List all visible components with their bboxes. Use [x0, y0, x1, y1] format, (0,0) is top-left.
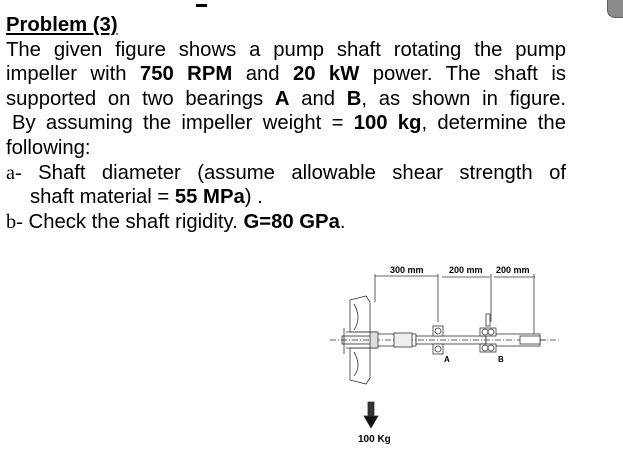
- dimension-200mm-2: 200 mm: [496, 265, 530, 275]
- load-label: 100 Kg: [358, 434, 391, 445]
- item-a-line-1: a- Shaft diameter (assume allowable shea…: [6, 161, 566, 184]
- item-a-line-2: shaft material = 55 MPa) .: [30, 186, 263, 209]
- problem-text: Problem (3) The given figure shows a pum…: [6, 13, 566, 234]
- dimension-lines: [374, 274, 535, 334]
- problem-heading: Problem (3): [6, 14, 118, 36]
- rpm-value: 750 RPM: [139, 63, 233, 86]
- bearing-a-ref: A: [274, 87, 290, 110]
- corner-scroll-widget[interactable]: [607, 0, 623, 18]
- intro-line-4: By assuming the impeller weight = 100 kg…: [12, 112, 566, 135]
- intro-line-5: following:: [6, 136, 91, 159]
- bearing-b: [479, 313, 497, 353]
- load-arrow: [363, 401, 379, 429]
- intro-line-1: The given figure shows a pump shaft rota…: [6, 38, 566, 61]
- bearing-a-label: A: [444, 355, 450, 364]
- bearing-a: [432, 325, 444, 355]
- shaft-end: [519, 335, 546, 345]
- shear-strength-value: 55 MPa: [174, 186, 245, 209]
- top-dash-mark: [196, 4, 207, 7]
- power-value: 20 kW: [292, 63, 360, 86]
- item-b-line: b- Check the shaft rigidity. G=80 GPa.: [6, 210, 346, 233]
- weight-value: 100 kg: [353, 112, 422, 135]
- intro-line-2: impeller with 750 RPM and 20 kW power. T…: [6, 63, 566, 86]
- bearing-b-label: B: [498, 355, 504, 364]
- intro-line-3: supported on two bearings A and B, as sh…: [6, 87, 566, 110]
- dimension-300mm: 300 mm: [390, 265, 424, 275]
- modulus-value: G=80 GPa: [243, 210, 340, 233]
- pump-shaft-figure: 300 mm 200 mm 200 mm A: [330, 265, 560, 445]
- item-b-letter: b-: [6, 210, 23, 233]
- dimension-200mm-1: 200 mm: [449, 265, 483, 275]
- bearing-b-ref: B: [346, 87, 362, 110]
- item-a-letter: a-: [6, 161, 22, 184]
